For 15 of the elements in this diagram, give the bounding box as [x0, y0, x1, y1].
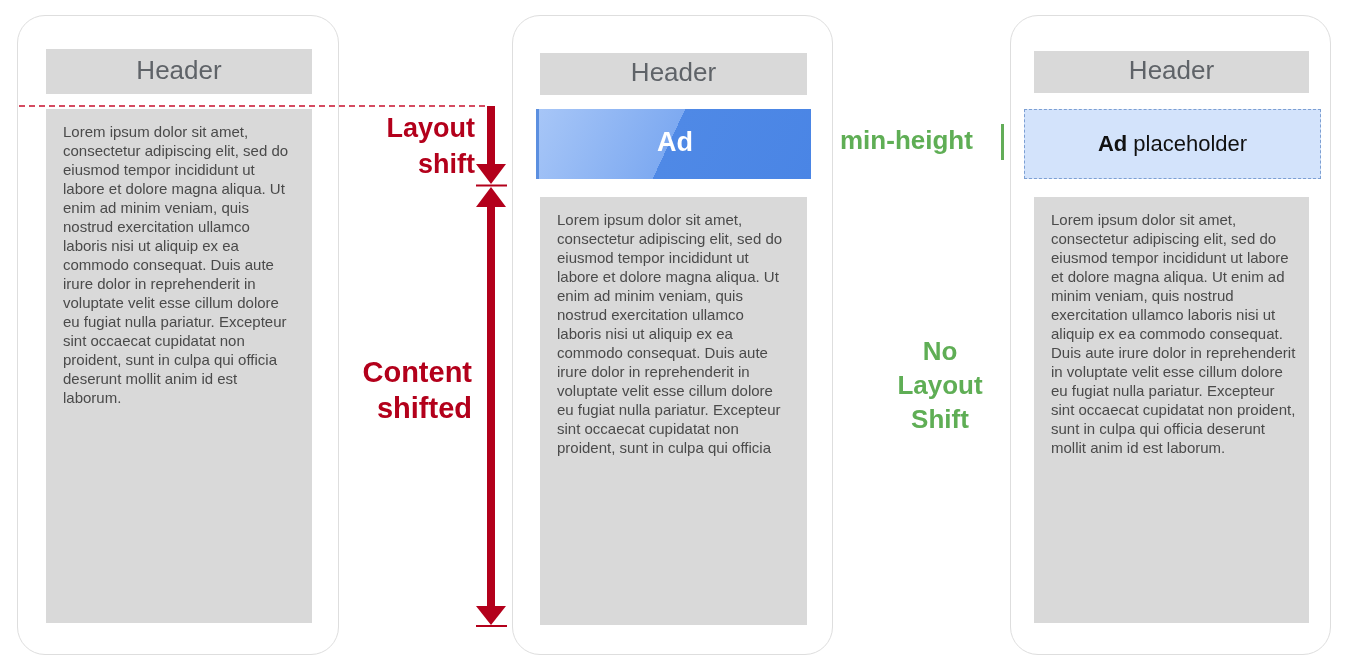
text-block: Lorem ipsum dolor sit amet, consectetur adipiscing elit, sed do eiusmod tempor incididunt ut labore et dolore magna aliqua. Ut enim ad minim veniam, quis nostrud exercitation ullamco laboris nisi ut aliquip ex ea commodo consequat. Duis aute irure dolor in reprehenderit in voluptate velit esse cillum dolore eu fugiat nulla pariatur. Excepteur sint occaecat cupidatat non proident, sunt in culpa qui officia deserunt mollit anim id est laborum. [46, 109, 312, 623]
phone-frame [512, 15, 833, 655]
annotation-text: No Layout Shift [896, 335, 984, 436]
text-block: Lorem ipsum dolor sit amet, consectetur adipiscing elit, sed do eiusmod tempor incididunt ut labore et dolore magna aliqua. Ut enim ad minim veniam, quis nostrud exercitation ullamco laboris nisi ut aliquip ex ea commodo consequat. Duis aute irure dolor in reprehenderit in voluptate velit esse cillum dolore eu fugiat nulla pariatur. Excepteur sint occaecat cupidatat non proident, sunt in culpa qui officia deserunt mollit anim id est laborum. [1034, 197, 1309, 623]
ad-banner: Ad [536, 109, 811, 179]
text-block: Lorem ipsum dolor sit amet, consectetur adipiscing elit, sed do eiusmod tempor incididunt ut labore et dolore magna aliqua. Ut enim ad minim veniam, quis nostrud exercitation ullamco laboris nisi ut aliquip ex ea commodo consequat. Duis aute irure dolor in reprehenderit in voluptate velit esse cillum dolore eu fugiat nulla pariatur. Excepteur sint occaecat cupidatat non proident, sunt in culpa qui officia [540, 197, 807, 625]
annotation-text: min-height [840, 124, 974, 157]
header-bar: Header [46, 49, 312, 94]
annotation-text: Content shifted [361, 355, 472, 426]
header-bar: Header [1034, 51, 1309, 93]
annotation-text: Layout shift [385, 112, 475, 181]
placeholder-field: Ad placeholder [1024, 109, 1321, 179]
phone-frame [17, 15, 339, 655]
header-bar: Header [540, 53, 807, 95]
phone-frame [1010, 15, 1331, 655]
